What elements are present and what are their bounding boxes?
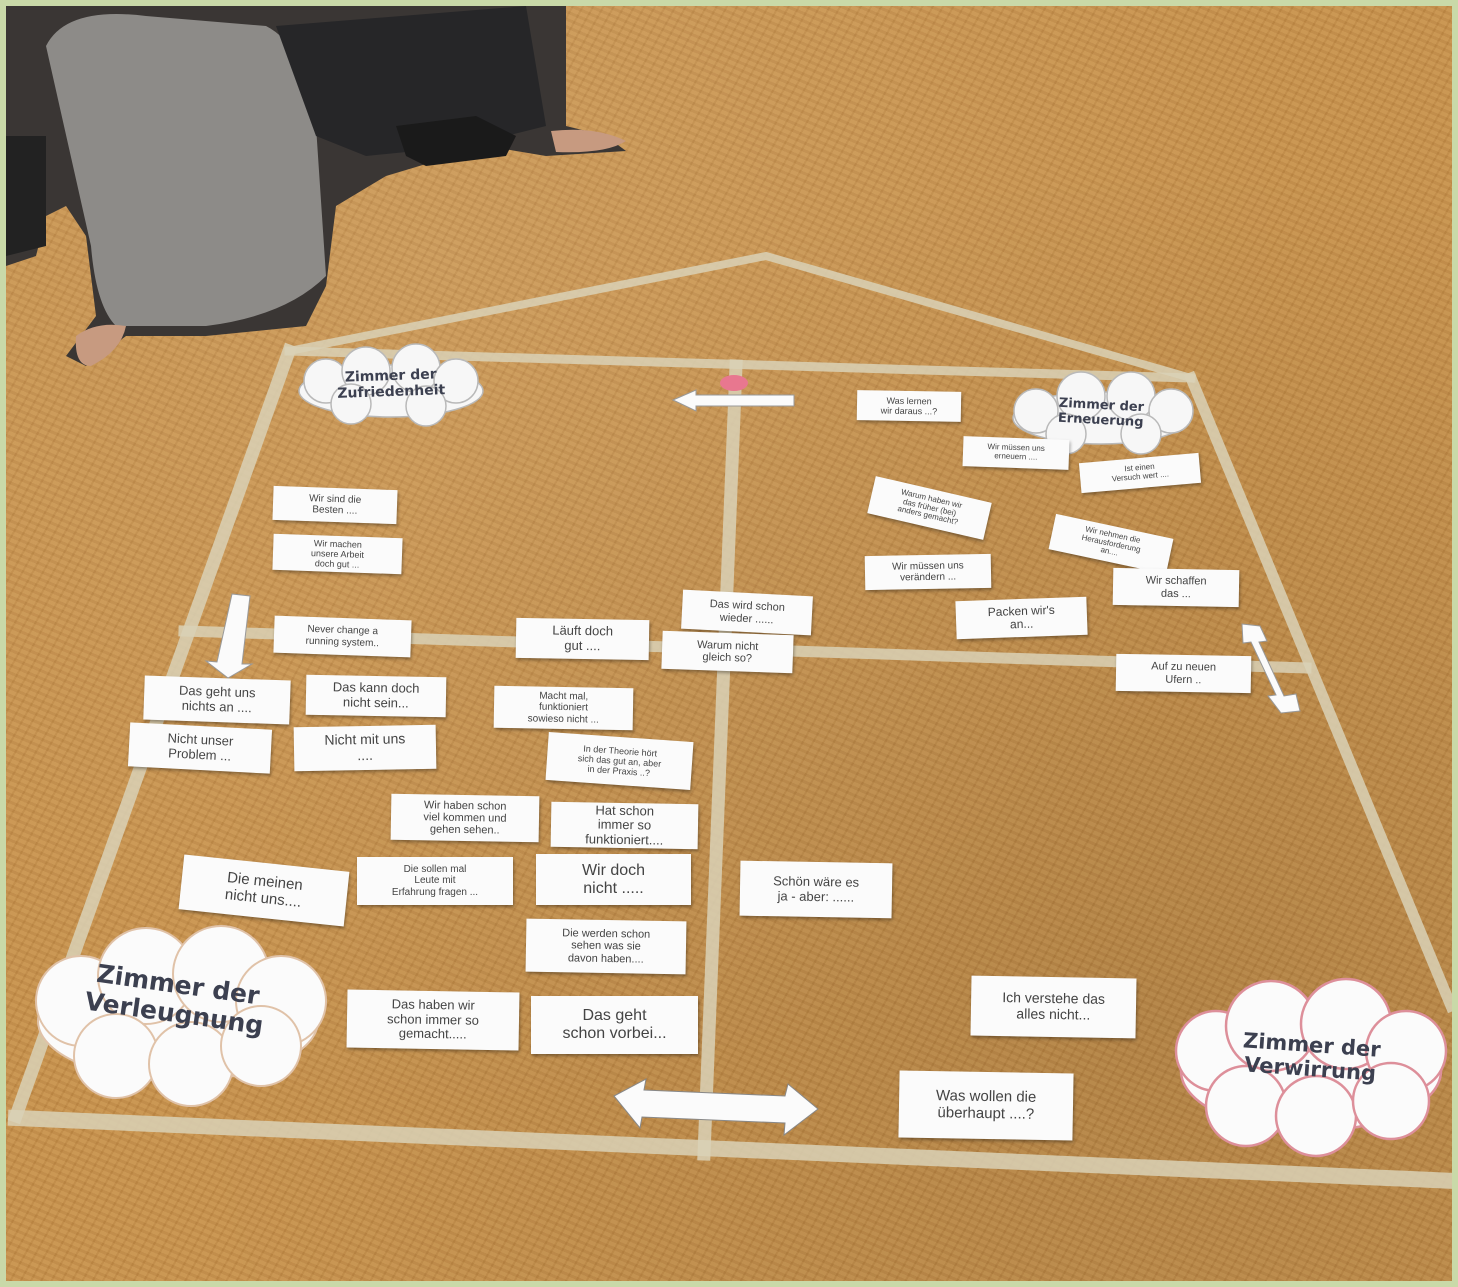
card-das-geht-schon-vorbei: Das geht schon vorbei... [531, 996, 698, 1054]
card-wir-doch-nicht: Wir doch nicht ..... [536, 854, 691, 905]
card-die-sollen-mal: Die sollen mal Leute mit Erfahrung frage… [357, 857, 513, 905]
card-warum-nicht-gleich-so: Warum nicht gleich so? [661, 630, 794, 674]
card-ich-verstehe-das: Ich verstehe das alles nicht... [970, 975, 1137, 1039]
cloud-zufriedenheit-icon [298, 343, 484, 427]
card-wir-machen-unsere-arbeit: Wir machen unsere Arbeit doch gut ... [272, 533, 403, 575]
card-never-change: Never change a running system.. [273, 615, 412, 658]
pink-magnet-icon [720, 375, 748, 391]
card-nicht-unser-problem: Nicht unser Problem ... [127, 722, 273, 774]
card-das-haben-wir-schon: Das haben wir schon immer so gemacht....… [346, 989, 520, 1051]
card-auf-zu-neuen-ufern: Auf zu neuen Ufern .. [1115, 653, 1252, 694]
card-laeuft-doch-gut: Läuft doch gut .... [515, 617, 650, 661]
arrow-leftright-bottom-icon [613, 1078, 819, 1137]
card-die-werden-schon-sehen: Die werden schon sehen was sie davon hab… [525, 918, 687, 975]
people-group [6, 6, 626, 366]
card-das-kann-doch-nicht-sein: Das kann doch nicht sein... [305, 674, 447, 718]
card-packen-wirs-an: Packen wir's an... [955, 596, 1088, 640]
card-wir-muessen-uns-erneuern: Wir müssen uns erneuern .... [962, 436, 1070, 470]
cloud-erneuerung-icon [1012, 371, 1194, 455]
card-was-lernen-wir: Was lernen wir daraus ...? [856, 390, 962, 422]
card-schoen-waere-es: Schön wäre es ja - aber: ...... [739, 860, 893, 919]
cloud-verleugnung-icon [35, 925, 327, 1107]
card-wir-schaffen-das: Wir schaffen das ... [1112, 567, 1240, 608]
card-in-der-theorie: In der Theorie hört sich das gut an, abe… [545, 732, 694, 790]
card-wir-haben-schon-viel: Wir haben schon viel kommen und gehen se… [390, 793, 540, 843]
arrow-down-left-icon [204, 593, 254, 679]
card-was-wollen-die: Was wollen die überhaupt ....? [898, 1070, 1074, 1141]
card-wir-sind-die-besten: Wir sind die Besten .... [272, 485, 398, 525]
arrows-and-clouds [35, 343, 1448, 1158]
card-das-geht-uns-nichts-an: Das geht uns nichts an .... [143, 675, 291, 725]
card-nicht-mit-uns: Nicht mit uns .... [293, 724, 437, 772]
card-macht-mal: Macht mal, funktioniert sowieso nicht ..… [493, 685, 634, 731]
card-das-wird-schon-wieder: Das wird schon wieder ...... [681, 589, 813, 636]
cloud-verwirrung-icon [1174, 977, 1448, 1158]
arrow-updown-right-icon [1241, 623, 1301, 714]
card-wir-muessen-uns-veraendern: Wir müssen uns verändern ... [864, 553, 992, 591]
arrow-left-top-icon [671, 389, 795, 412]
card-hat-schon-immer: Hat schon immer so funktioniert.... [550, 801, 699, 850]
cloud-label-zufriedenheit: Zimmer der Zufriedenheit [337, 366, 446, 402]
